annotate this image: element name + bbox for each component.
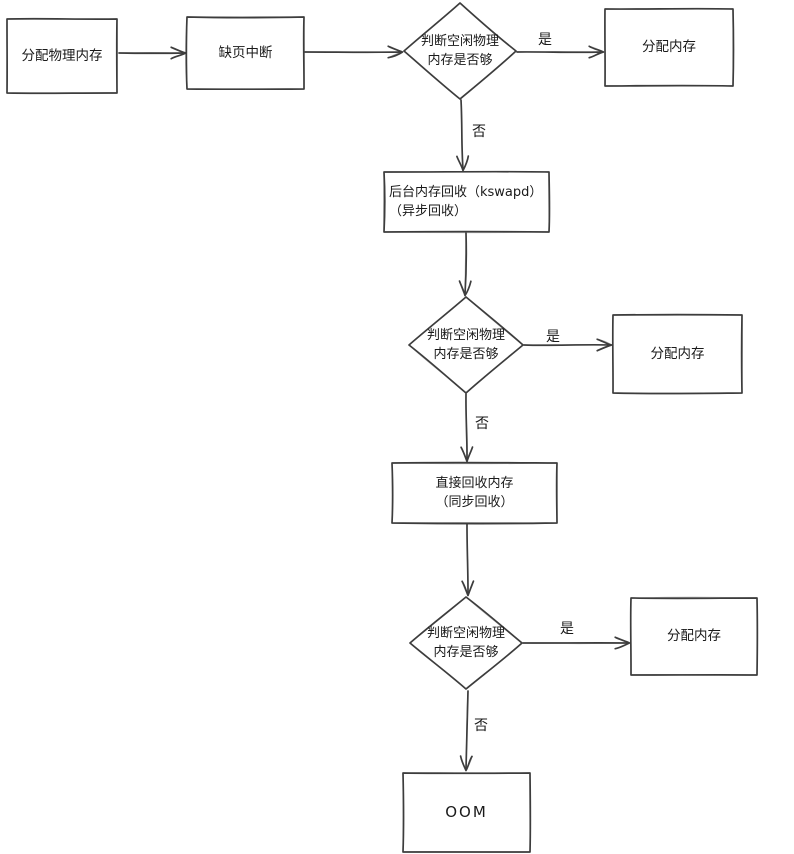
edge-decision2-no-line bbox=[465, 393, 468, 461]
edge-decision3-no-arrowhead-sketch bbox=[460, 755, 473, 772]
edge-decision2-yes-arrowhead-sketch bbox=[596, 338, 613, 352]
edge-decision3-no-line-sketch bbox=[465, 690, 469, 770]
node-decision-2-diamond-sketch bbox=[408, 296, 524, 394]
node-kswapd-box-sketch bbox=[383, 171, 550, 234]
node-decision-1-diamond-sketch bbox=[403, 2, 517, 100]
edge-decision3-no-arrowhead bbox=[459, 755, 473, 772]
edge-decision2-yes-arrowhead bbox=[596, 338, 613, 352]
edge-decision2-no-arrowhead bbox=[460, 446, 474, 463]
edge-reclaim-to-decision3-line-sketch bbox=[466, 523, 469, 595]
node-page-fault-box bbox=[185, 16, 305, 91]
edge-kswapd-to-decision2-line-sketch bbox=[464, 232, 467, 295]
edge-decision2-no-line-sketch bbox=[465, 393, 468, 461]
edge-decision3-yes-arrowhead-sketch bbox=[614, 636, 631, 650]
edge-decision2-yes-line bbox=[523, 343, 611, 347]
node-oom-box-sketch bbox=[402, 772, 531, 853]
node-oom-box bbox=[402, 772, 532, 853]
edge-decision3-yes-arrowhead bbox=[614, 636, 631, 650]
edge-fault-to-decision1-arrowhead-sketch bbox=[387, 45, 404, 59]
edge-decision2-no-arrowhead-sketch bbox=[460, 446, 474, 463]
node-decision-2-diamond bbox=[408, 296, 524, 394]
edge-reclaim-to-decision3-arrowhead-sketch bbox=[461, 580, 475, 597]
node-alloc-physical-box-sketch bbox=[6, 18, 119, 95]
edge-alloc-to-fault-arrowhead-sketch bbox=[170, 46, 187, 60]
edge-kswapd-to-decision2-arrowhead-sketch bbox=[458, 280, 472, 297]
node-decision-3-diamond bbox=[409, 596, 523, 690]
edge-decision1-no-line-sketch bbox=[460, 99, 464, 170]
edge-alloc-to-fault-arrowhead bbox=[170, 46, 187, 60]
edge-decision1-no-arrowhead bbox=[456, 155, 470, 172]
edge-reclaim-to-decision3-line bbox=[466, 523, 469, 595]
node-alloc-memory-1-box-sketch bbox=[604, 8, 734, 87]
edge-reclaim-to-decision3-arrowhead bbox=[461, 580, 475, 597]
edge-fault-to-decision1-arrowhead bbox=[387, 45, 404, 59]
node-direct-reclaim-box-sketch bbox=[391, 462, 558, 524]
node-decision-3-diamond-sketch bbox=[409, 596, 523, 690]
edge-kswapd-to-decision2-arrowhead bbox=[458, 280, 472, 297]
node-page-fault-box-sketch bbox=[186, 16, 305, 90]
node-alloc-memory-2-box bbox=[611, 313, 743, 395]
node-alloc-memory-3-box-sketch bbox=[630, 596, 758, 676]
node-alloc-memory-1-box bbox=[604, 7, 735, 87]
edge-decision1-yes-arrowhead-sketch bbox=[588, 45, 605, 59]
edge-decision1-yes-arrowhead bbox=[588, 45, 605, 59]
edge-kswapd-to-decision2-line bbox=[464, 232, 468, 295]
edge-decision1-no-arrowhead-sketch bbox=[456, 155, 469, 172]
node-alloc-physical-box bbox=[6, 17, 118, 95]
node-alloc-memory-2-box-sketch bbox=[612, 314, 743, 395]
edge-decision3-yes-line-sketch bbox=[522, 642, 629, 645]
node-kswapd-box bbox=[383, 170, 551, 233]
edge-decision1-no-line bbox=[460, 99, 464, 170]
edge-decision3-no-line bbox=[465, 690, 469, 770]
node-direct-reclaim-box bbox=[391, 461, 558, 525]
node-alloc-memory-3-box bbox=[629, 597, 759, 676]
node-decision-1-diamond bbox=[403, 2, 517, 100]
